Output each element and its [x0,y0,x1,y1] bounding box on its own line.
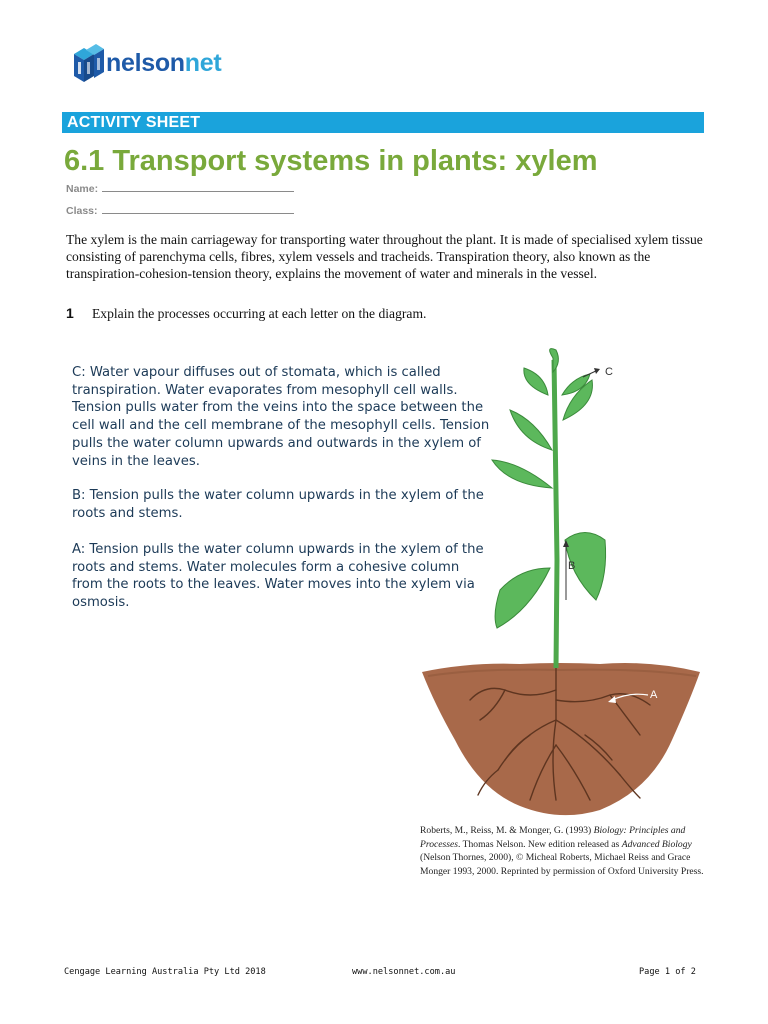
citation-title1: Biology: Principles and Processes [420,825,686,850]
answer-c: C: Water vapour diffuses out of stomata,… [72,365,490,469]
footer-website: www.nelsonnet.com.au [352,967,456,977]
logo-wordmark-nelson: nelson [106,49,185,77]
answer-a: A: Tension pulls the water column upward… [72,542,484,611]
name-label: Name: [66,183,99,195]
diagram-label-a: A [650,689,658,701]
answer-b: B: Tension pulls the water column upward… [72,488,484,521]
class-blank-line [101,203,294,214]
class-label: Class: [66,205,98,217]
plant-xylem-diagram: C B A [422,348,700,816]
name-field: Name: [66,179,295,197]
diagram-label-b: B [568,560,575,572]
footer-copyright: Cengage Learning Australia Pty Ltd 2018 [64,967,266,977]
diagram-label-c: C [605,366,613,378]
roots [469,667,651,801]
citation-part2: . Thomas Nelson. New edition released as [458,838,622,850]
class-field: Class: [66,201,294,219]
citation-part3: (Nelson Thornes, 2000), © Micheal Robert… [420,852,704,877]
plant-stem [551,359,560,669]
activity-sheet-banner: ACTIVITY SHEET [62,112,704,133]
question-text: Explain the processes occurring at each … [92,306,427,321]
nelsonnet-logo: nelsonnet [70,44,260,86]
intro-paragraph: The xylem is the main carriageway for tr… [66,232,703,281]
logo-cube-icon [74,44,104,82]
logo-wordmark: nelsonnet [106,48,222,78]
citation-part1: Roberts, M., Reiss, M. & Monger, G. (199… [420,825,594,836]
leaves [491,348,607,629]
page-title: 6.1 Transport systems in plants: xylem [64,145,598,177]
soil-mound [422,663,700,816]
logo-wordmark-net: net [184,49,222,77]
name-blank-line [102,181,295,192]
image-citation: Roberts, M., Reiss, M. & Monger, G. (199… [420,824,710,878]
citation-title2: Advanced Biology [621,838,692,850]
question-number: 1 [66,305,74,321]
footer-page-number: Page 1 of 2 [639,967,696,977]
activity-sheet-label: ACTIVITY SHEET [67,114,201,131]
